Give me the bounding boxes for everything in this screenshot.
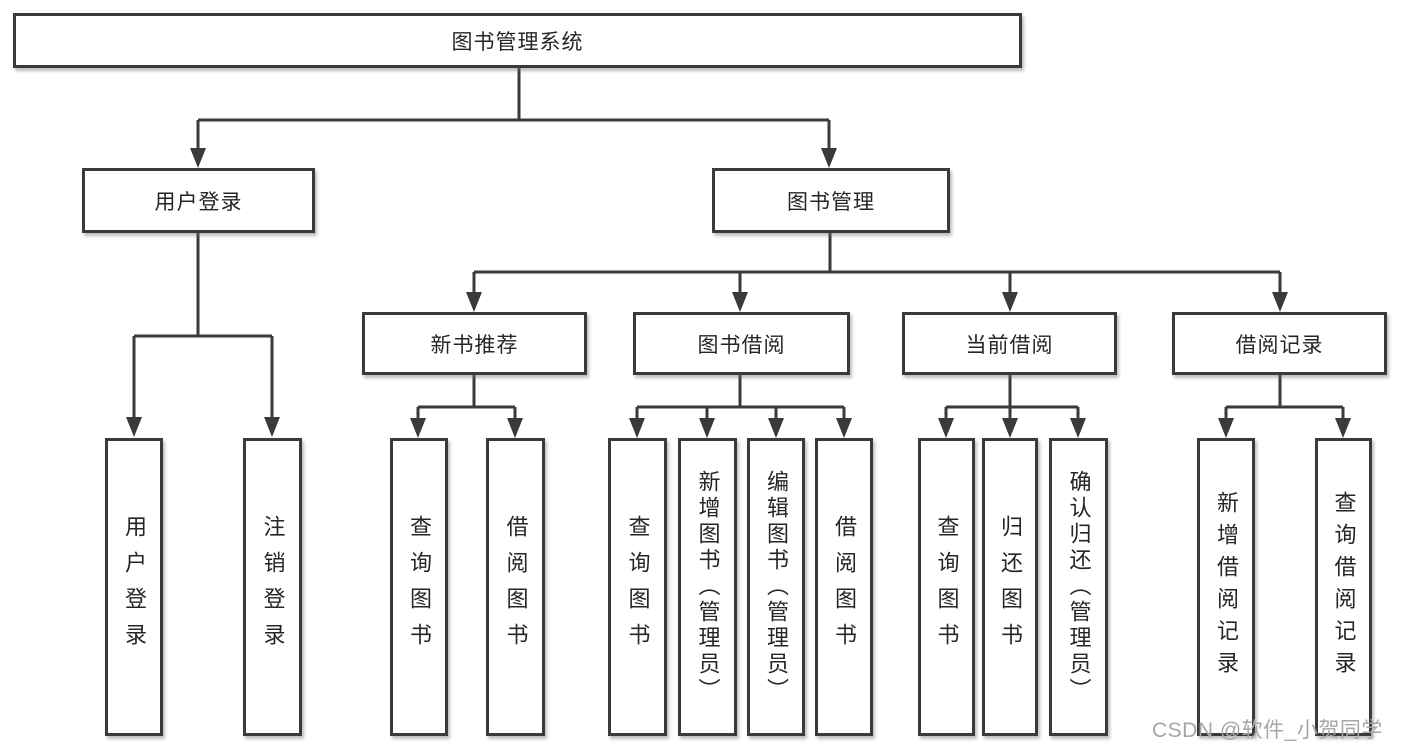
leaf-bb-borrow-books: 借阅图书	[815, 438, 873, 736]
node-user-login: 用户登录	[82, 168, 315, 233]
leaf-br-query-record-label: 查询借阅记录	[1331, 491, 1357, 683]
leaf-cb-query-books: 查询图书	[918, 438, 975, 736]
leaf-bb-add-books-admin: 新增图书（管理员）	[678, 438, 737, 736]
leaf-logout-login-label: 注销登录	[260, 515, 286, 659]
node-borrowing-records-label: 借阅记录	[1235, 333, 1324, 357]
leaf-bb-query-books: 查询图书	[608, 438, 667, 736]
leaf-nbr-query-books: 查询图书	[390, 438, 448, 736]
arrowheads	[126, 148, 1351, 438]
node-book-management: 图书管理	[712, 168, 950, 233]
leaf-cb-confirm-return-admin-label: 确认归还（管理员）	[1066, 470, 1092, 704]
leaf-br-add-record-label: 新增借阅记录	[1214, 491, 1239, 683]
leaf-logout-login: 注销登录	[243, 438, 302, 736]
leaf-cb-query-books-label: 查询图书	[934, 515, 960, 659]
leaf-br-add-record: 新增借阅记录	[1197, 438, 1255, 736]
leaf-bb-edit-books-admin-label: 编辑图书（管理员）	[764, 470, 789, 704]
node-current-borrowing: 当前借阅	[902, 312, 1117, 375]
node-new-book-recommendation: 新书推荐	[362, 312, 587, 375]
watermark: CSDN @软件_小贺同学	[1152, 719, 1383, 742]
leaf-nbr-borrow-books-label: 借阅图书	[503, 515, 529, 659]
node-library-system: 图书管理系统	[13, 13, 1022, 68]
node-library-system-label: 图书管理系统	[451, 30, 584, 54]
node-current-borrowing-label: 当前借阅	[965, 333, 1054, 357]
leaf-user-login-label: 用户登录	[122, 515, 147, 659]
node-book-borrowing: 图书借阅	[633, 312, 850, 375]
leaf-bb-borrow-books-label: 借阅图书	[832, 515, 857, 659]
node-borrowing-records: 借阅记录	[1172, 312, 1387, 375]
node-new-book-recommendation-label: 新书推荐	[430, 333, 519, 357]
leaf-br-query-record: 查询借阅记录	[1315, 438, 1372, 736]
node-book-management-label: 图书管理	[787, 190, 875, 214]
leaf-nbr-borrow-books: 借阅图书	[486, 438, 545, 736]
leaf-bb-edit-books-admin: 编辑图书（管理员）	[747, 438, 805, 736]
node-book-borrowing-label: 图书借阅	[697, 333, 786, 357]
node-user-login-label: 用户登录	[154, 190, 243, 214]
leaf-bb-query-books-label: 查询图书	[625, 515, 651, 659]
leaf-cb-return-books: 归还图书	[982, 438, 1038, 736]
leaf-user-login: 用户登录	[105, 438, 163, 736]
leaf-bb-add-books-admin-label: 新增图书（管理员）	[695, 470, 721, 704]
leaf-cb-confirm-return-admin: 确认归还（管理员）	[1049, 438, 1108, 736]
leaf-cb-return-books-label: 归还图书	[998, 515, 1023, 659]
leaf-nbr-query-books-label: 查询图书	[407, 515, 432, 659]
